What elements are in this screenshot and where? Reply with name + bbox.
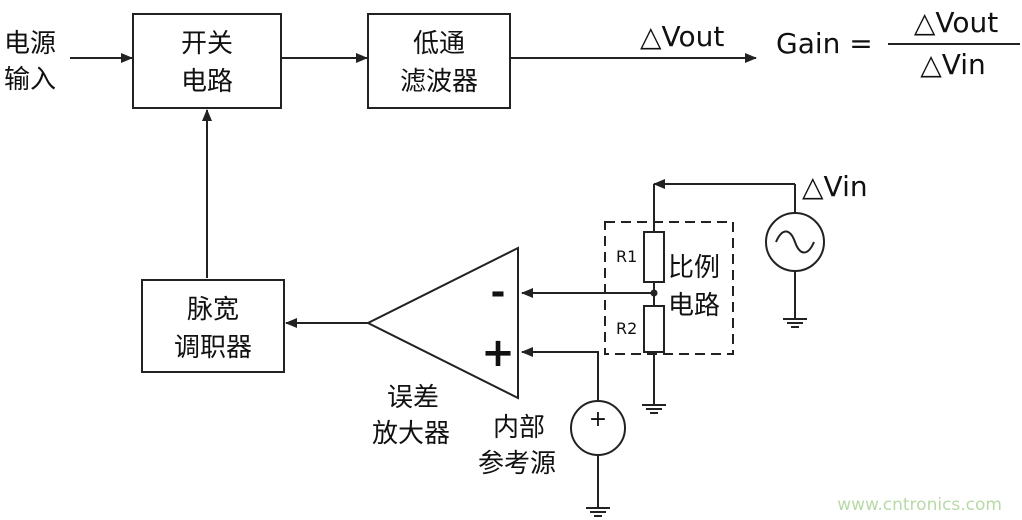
amp-label-line2: 放大器 <box>372 419 450 449</box>
reference-ground-icon <box>586 507 610 517</box>
amp-label-line1: 误差 <box>387 383 439 413</box>
lowpass-filter-block <box>367 13 511 109</box>
pwm-block-line1: 脉宽 <box>187 295 239 325</box>
divider-dashed-box <box>604 221 734 355</box>
r2-resistor <box>643 305 665 353</box>
r1-label: R1 <box>616 247 637 266</box>
r2-label: R2 <box>616 319 637 338</box>
switch-block-line1: 开关 <box>181 29 233 59</box>
reference-to-plus-arrow <box>521 347 599 402</box>
gain-denominator: △Vin <box>920 48 986 81</box>
switch-block-line2: 电路 <box>181 67 233 97</box>
amp-minus-sign: - <box>491 272 506 313</box>
divider-junction-dot <box>650 289 658 297</box>
output-label: △Vout <box>640 20 724 53</box>
reference-label-line2: 参考源 <box>478 449 556 479</box>
switch-circuit-block <box>132 13 282 109</box>
lowpass-block-line1: 低通 <box>413 29 465 59</box>
pwm-block-line2: 调职器 <box>174 333 252 363</box>
divider-label-line1: 比例 <box>668 253 720 283</box>
divider-ground-icon <box>642 404 666 414</box>
r1-resistor <box>643 231 665 283</box>
gain-numerator: △Vout <box>914 6 998 39</box>
input-label-line2: 输入 <box>4 65 56 95</box>
error-amplifier <box>365 246 519 400</box>
vin-ground-icon <box>783 318 807 328</box>
pwm-block <box>141 279 285 373</box>
reference-plus-sign: + <box>589 407 607 432</box>
amp-plus-sign: + <box>481 330 515 376</box>
vin-label: △Vin <box>802 170 868 203</box>
sine-wave-icon <box>775 230 815 254</box>
input-label-line1: 电源 <box>4 29 56 59</box>
gain-prefix: Gain = <box>776 27 873 60</box>
divider-label-line2: 电路 <box>668 291 720 321</box>
watermark: www.cntronics.com <box>837 495 1002 515</box>
reference-label-line1: 内部 <box>493 413 545 443</box>
lowpass-block-line2: 滤波器 <box>400 67 478 97</box>
